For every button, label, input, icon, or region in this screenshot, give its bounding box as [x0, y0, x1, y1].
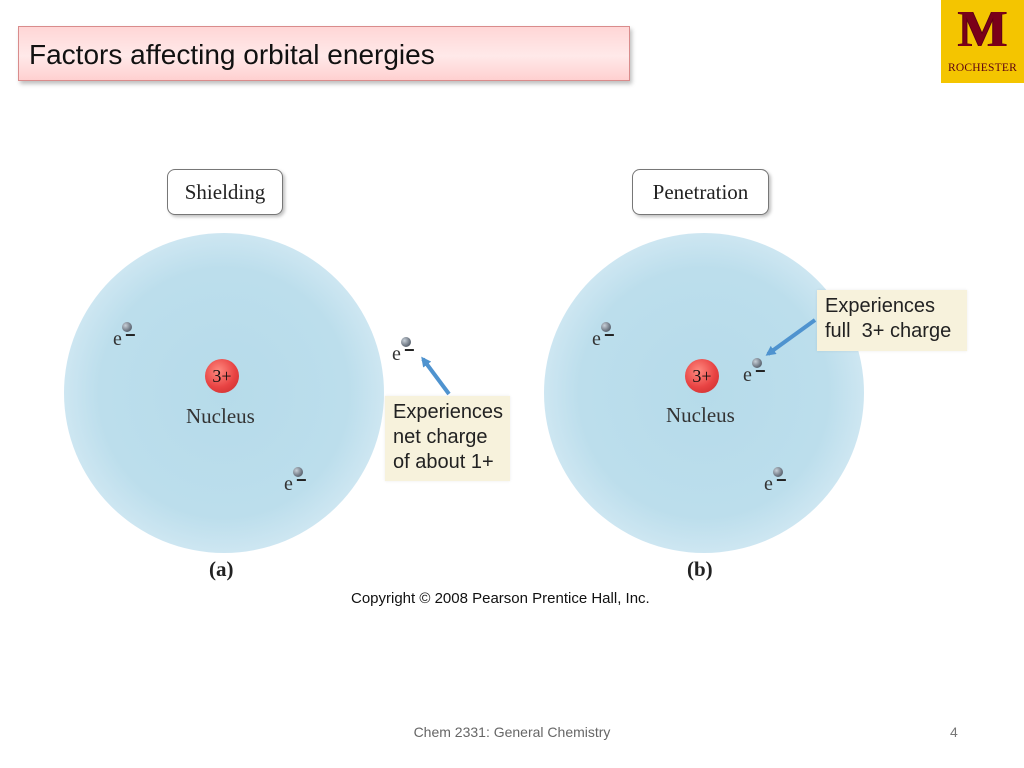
shielding-callout-line-3: of about 1+: [393, 451, 494, 473]
electron-symbol: e: [743, 364, 752, 386]
electron-symbol: e: [592, 328, 601, 350]
shielding-nucleus-label: Nucleus: [186, 404, 255, 428]
shielding-label-box: Shielding: [167, 169, 283, 215]
shielding-heading: Shielding: [184, 179, 266, 204]
university-logo: M ROCHESTER: [941, 0, 1024, 83]
electron-dot: [752, 358, 762, 368]
electron-symbol: e: [284, 473, 293, 495]
penetration-electron-cloud: [544, 233, 864, 553]
shielding-callout-line-2: net charge: [393, 426, 488, 448]
penetration-callout-line-1: Experiences: [825, 295, 936, 317]
electron-charge: −: [404, 340, 415, 360]
slide-title-box: Factors affecting orbital energies: [18, 26, 630, 81]
electron-symbol: e: [113, 328, 122, 350]
electron-dot: [773, 467, 783, 477]
penetration-inner-electron: e −: [743, 358, 773, 388]
copyright-notice: Copyright © 2008 Pearson Prentice Hall, …: [351, 590, 650, 607]
penetration-electron-1: e −: [592, 322, 622, 352]
penetration-label-box: Penetration: [632, 169, 769, 215]
penetration-electron-2: e −: [764, 467, 794, 497]
shielding-callout-line-1: Experiences: [393, 401, 504, 423]
electron-charge: −: [296, 470, 307, 490]
electron-charge: −: [776, 470, 787, 490]
page-number: 4: [950, 724, 958, 740]
penetration-callout-line-2: full 3+ charge: [825, 320, 952, 342]
penetration-callout: Experiences full 3+ charge: [817, 290, 967, 351]
electron-dot: [122, 322, 132, 332]
shielding-electron-cloud: [64, 233, 384, 553]
penetration-heading: Penetration: [652, 179, 749, 204]
electron-charge: −: [755, 361, 766, 381]
penetration-nucleus-label: Nucleus: [666, 403, 735, 427]
electron-symbol: e: [764, 473, 773, 495]
panel-a-letter: (a): [209, 557, 234, 581]
electron-dot: [293, 467, 303, 477]
shielding-callout: Experiences net charge of about 1+: [385, 396, 510, 481]
penetration-nucleus: 3+: [685, 359, 719, 393]
electron-charge: −: [125, 325, 136, 345]
panel-b-letter: (b): [687, 557, 713, 581]
electron-dot: [401, 337, 411, 347]
electron-charge: −: [604, 325, 615, 345]
logo-letter: M: [957, 1, 1008, 58]
slide-footer: Chem 2331: General Chemistry: [413, 724, 611, 740]
electron-symbol: e: [392, 343, 401, 365]
shielding-electron-1: e −: [113, 322, 143, 352]
electron-dot: [601, 322, 611, 332]
logo-text: ROCHESTER: [948, 62, 1017, 74]
shielding-electron-2: e −: [284, 467, 314, 497]
slide-title: Factors affecting orbital energies: [29, 39, 435, 70]
shielding-nucleus-charge: 3+: [212, 365, 232, 386]
penetration-nucleus-charge: 3+: [692, 365, 712, 386]
shielding-outer-electron: e −: [392, 337, 422, 367]
shielding-arrow: [421, 356, 451, 396]
shielding-nucleus: 3+: [205, 359, 239, 393]
